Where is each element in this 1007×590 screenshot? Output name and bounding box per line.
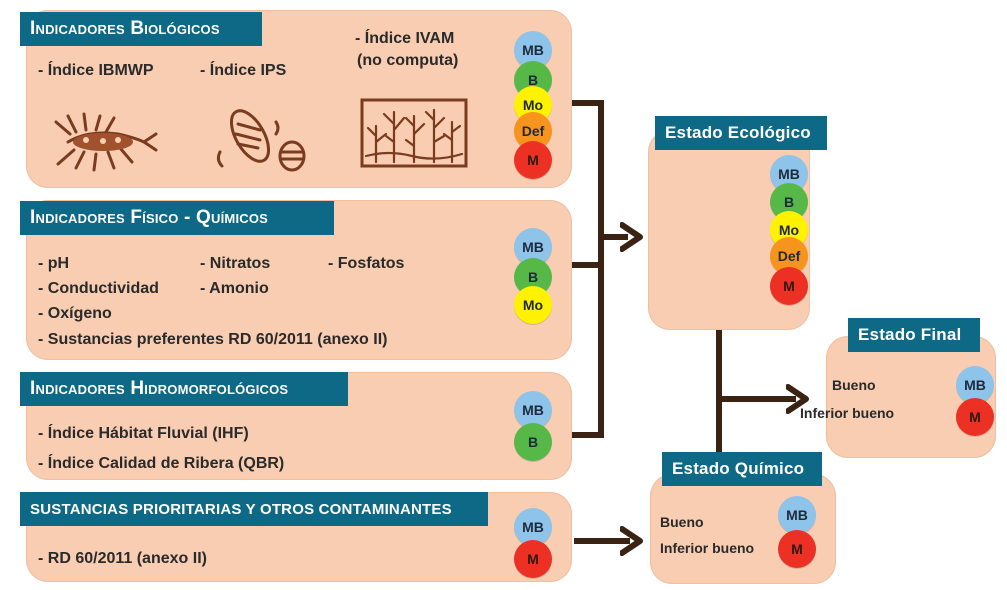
level-m: M — [514, 540, 552, 578]
header-estado-final: Estado Final — [848, 318, 980, 352]
level-m: M — [770, 267, 808, 305]
item-ph: - pH — [38, 255, 70, 272]
arrow-head-icon — [786, 384, 809, 414]
item-rd-60-2011: - RD 60/2011 (anexo II) — [38, 550, 207, 567]
header-estado-ecologico: Estado Ecológico — [655, 116, 827, 150]
connector-to-quimico — [574, 538, 630, 544]
item-ibmwp: - Índice IBMWP — [38, 62, 154, 79]
connector-to-final — [716, 396, 796, 402]
level-b: B — [514, 423, 552, 461]
label-bueno: Bueno — [660, 514, 704, 530]
header-fisicoquimicos: Indicadores Físico - Químicos — [20, 201, 334, 235]
connector-fisicoquimicos — [572, 262, 602, 268]
connector-to-ecologico — [598, 234, 628, 240]
level-mb: MB — [514, 391, 552, 429]
item-sustancias-preferentes: - Sustancias preferentes RD 60/2011 (ane… — [38, 331, 388, 348]
level-m: M — [956, 398, 994, 436]
connector-vertical — [598, 100, 604, 438]
diatom-icon — [216, 109, 306, 172]
level-mo: Mo — [514, 286, 552, 324]
item-ivam-note: (no computa) — [357, 52, 459, 69]
label-inferior-bueno: Inferior bueno — [800, 405, 895, 421]
item-conductividad: - Conductividad — [38, 280, 159, 297]
level-m: M — [514, 141, 552, 179]
item-oxigeno: - Oxígeno — [38, 305, 112, 322]
item-nitratos: - Nitratos — [200, 255, 271, 272]
item-fosfatos: - Fosfatos — [328, 255, 405, 272]
level-mb: MB — [956, 366, 994, 404]
macroinvertebrate-icon — [54, 112, 158, 172]
label-bueno: Bueno — [832, 377, 876, 393]
item-ivam: - Índice IVAM — [355, 30, 455, 47]
item-amonio: - Amonio — [200, 280, 269, 297]
header-estado-quimico: Estado Químico — [662, 452, 822, 486]
label-inferior-bueno: Inferior bueno — [660, 540, 755, 556]
item-ihf: - Índice Hábitat Fluvial (IHF) — [38, 425, 249, 442]
connector-biologicos — [572, 100, 602, 106]
item-ips: - Índice IPS — [200, 62, 287, 79]
level-mb: MB — [514, 508, 552, 546]
connector-hidromorfologicos — [572, 432, 602, 438]
level-mb: MB — [778, 496, 816, 534]
level-m: M — [778, 530, 816, 568]
header-biologicos: Indicadores Biológicos — [20, 12, 262, 46]
header-hidromorfologicos: Indicadores Hidromorfológicos — [20, 372, 348, 406]
macrophyte-icon — [360, 98, 468, 168]
item-qbr: - Índice Calidad de Ribera (QBR) — [38, 455, 285, 472]
arrow-head-icon — [620, 222, 643, 252]
header-prioritarias: Sustancias prioritarias y otros contamin… — [20, 492, 488, 526]
arrow-head-icon — [620, 526, 643, 556]
connector-ecologico-quimico — [716, 330, 722, 452]
